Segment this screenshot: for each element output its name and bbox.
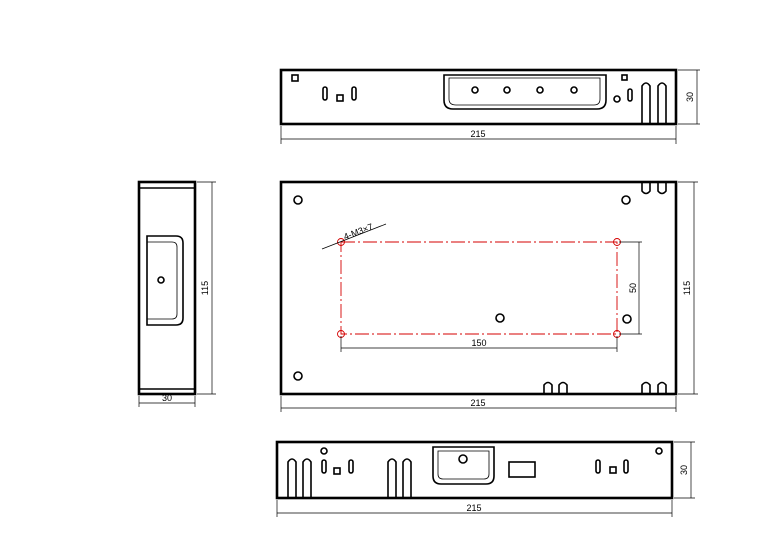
hole-spacing-x-dim: 150 bbox=[471, 338, 486, 348]
mounting-hole bbox=[622, 314, 632, 324]
top-view: 215 30 bbox=[279, 68, 700, 144]
side-view-outline bbox=[137, 180, 197, 396]
hole-callout: 4-M3×7 bbox=[342, 222, 374, 242]
top-view-hole bbox=[336, 94, 344, 102]
bottom-view-slot bbox=[623, 459, 629, 474]
side-view-height-dim: 115 bbox=[200, 281, 210, 295]
top-view-outline bbox=[279, 68, 678, 126]
edge-notch bbox=[558, 381, 568, 394]
bottom-view-hole bbox=[320, 447, 328, 455]
top-view-slot bbox=[627, 88, 633, 102]
bottom-view-screw bbox=[458, 454, 468, 464]
front-view-height-dim: 115 bbox=[682, 281, 692, 295]
edge-notch bbox=[657, 182, 667, 195]
top-view-height-dim: 30 bbox=[685, 92, 695, 102]
edge-notch bbox=[657, 381, 667, 394]
mounting-hole bbox=[495, 313, 505, 323]
bottom-view-hole bbox=[333, 467, 341, 475]
mounting-hole bbox=[293, 371, 303, 381]
top-view-hole bbox=[291, 74, 299, 82]
front-view-outline bbox=[279, 180, 678, 396]
side-view-screw bbox=[157, 276, 165, 284]
edge-notch bbox=[641, 381, 651, 394]
vent-slot bbox=[657, 82, 667, 124]
bottom-view-outline bbox=[275, 440, 674, 500]
bottom-view-slot bbox=[595, 459, 601, 474]
bottom-view-height-dim: 30 bbox=[679, 465, 689, 475]
terminal-block-inner bbox=[448, 77, 601, 106]
vent-slot bbox=[302, 458, 312, 498]
top-view-length-dim: 215 bbox=[470, 129, 485, 139]
bottom-view-hole bbox=[655, 447, 663, 455]
side-view-terminal bbox=[146, 235, 184, 326]
edge-notch bbox=[641, 182, 651, 195]
bottom-view: 30 215 bbox=[275, 440, 695, 517]
side-view: 115 30 bbox=[137, 180, 216, 407]
top-view-slot bbox=[322, 86, 328, 101]
terminal-screw bbox=[536, 86, 544, 94]
bottom-view-slot bbox=[348, 459, 354, 474]
terminal-screw bbox=[503, 86, 511, 94]
top-view-hole bbox=[621, 74, 628, 81]
front-view: 4-M3×7 150 50 115 215 bbox=[279, 180, 698, 412]
edge-notch bbox=[543, 381, 553, 394]
bottom-view-cutout bbox=[508, 461, 536, 478]
vent-slot bbox=[402, 458, 412, 498]
bottom-view-slot bbox=[321, 459, 327, 474]
mounting-hole bbox=[293, 195, 303, 205]
top-view-led bbox=[613, 95, 621, 103]
bottom-view-hole bbox=[609, 466, 617, 474]
mounting-hole bbox=[621, 195, 631, 205]
terminal-screw bbox=[570, 86, 578, 94]
hole-spacing-y-dim: 50 bbox=[628, 283, 638, 293]
threaded-hole bbox=[337, 238, 345, 246]
terminal-block bbox=[443, 74, 607, 110]
bottom-view-length-dim: 215 bbox=[466, 503, 481, 513]
vent-slot bbox=[287, 458, 297, 498]
hole-pattern-centerline bbox=[340, 241, 618, 335]
bottom-view-terminal bbox=[432, 446, 495, 485]
side-view-width-dim: 30 bbox=[162, 393, 172, 403]
vent-slot bbox=[641, 82, 651, 124]
vent-slot bbox=[387, 458, 397, 498]
top-view-slot bbox=[351, 86, 357, 101]
terminal-screw bbox=[471, 86, 479, 94]
front-view-length-dim: 215 bbox=[470, 398, 485, 408]
